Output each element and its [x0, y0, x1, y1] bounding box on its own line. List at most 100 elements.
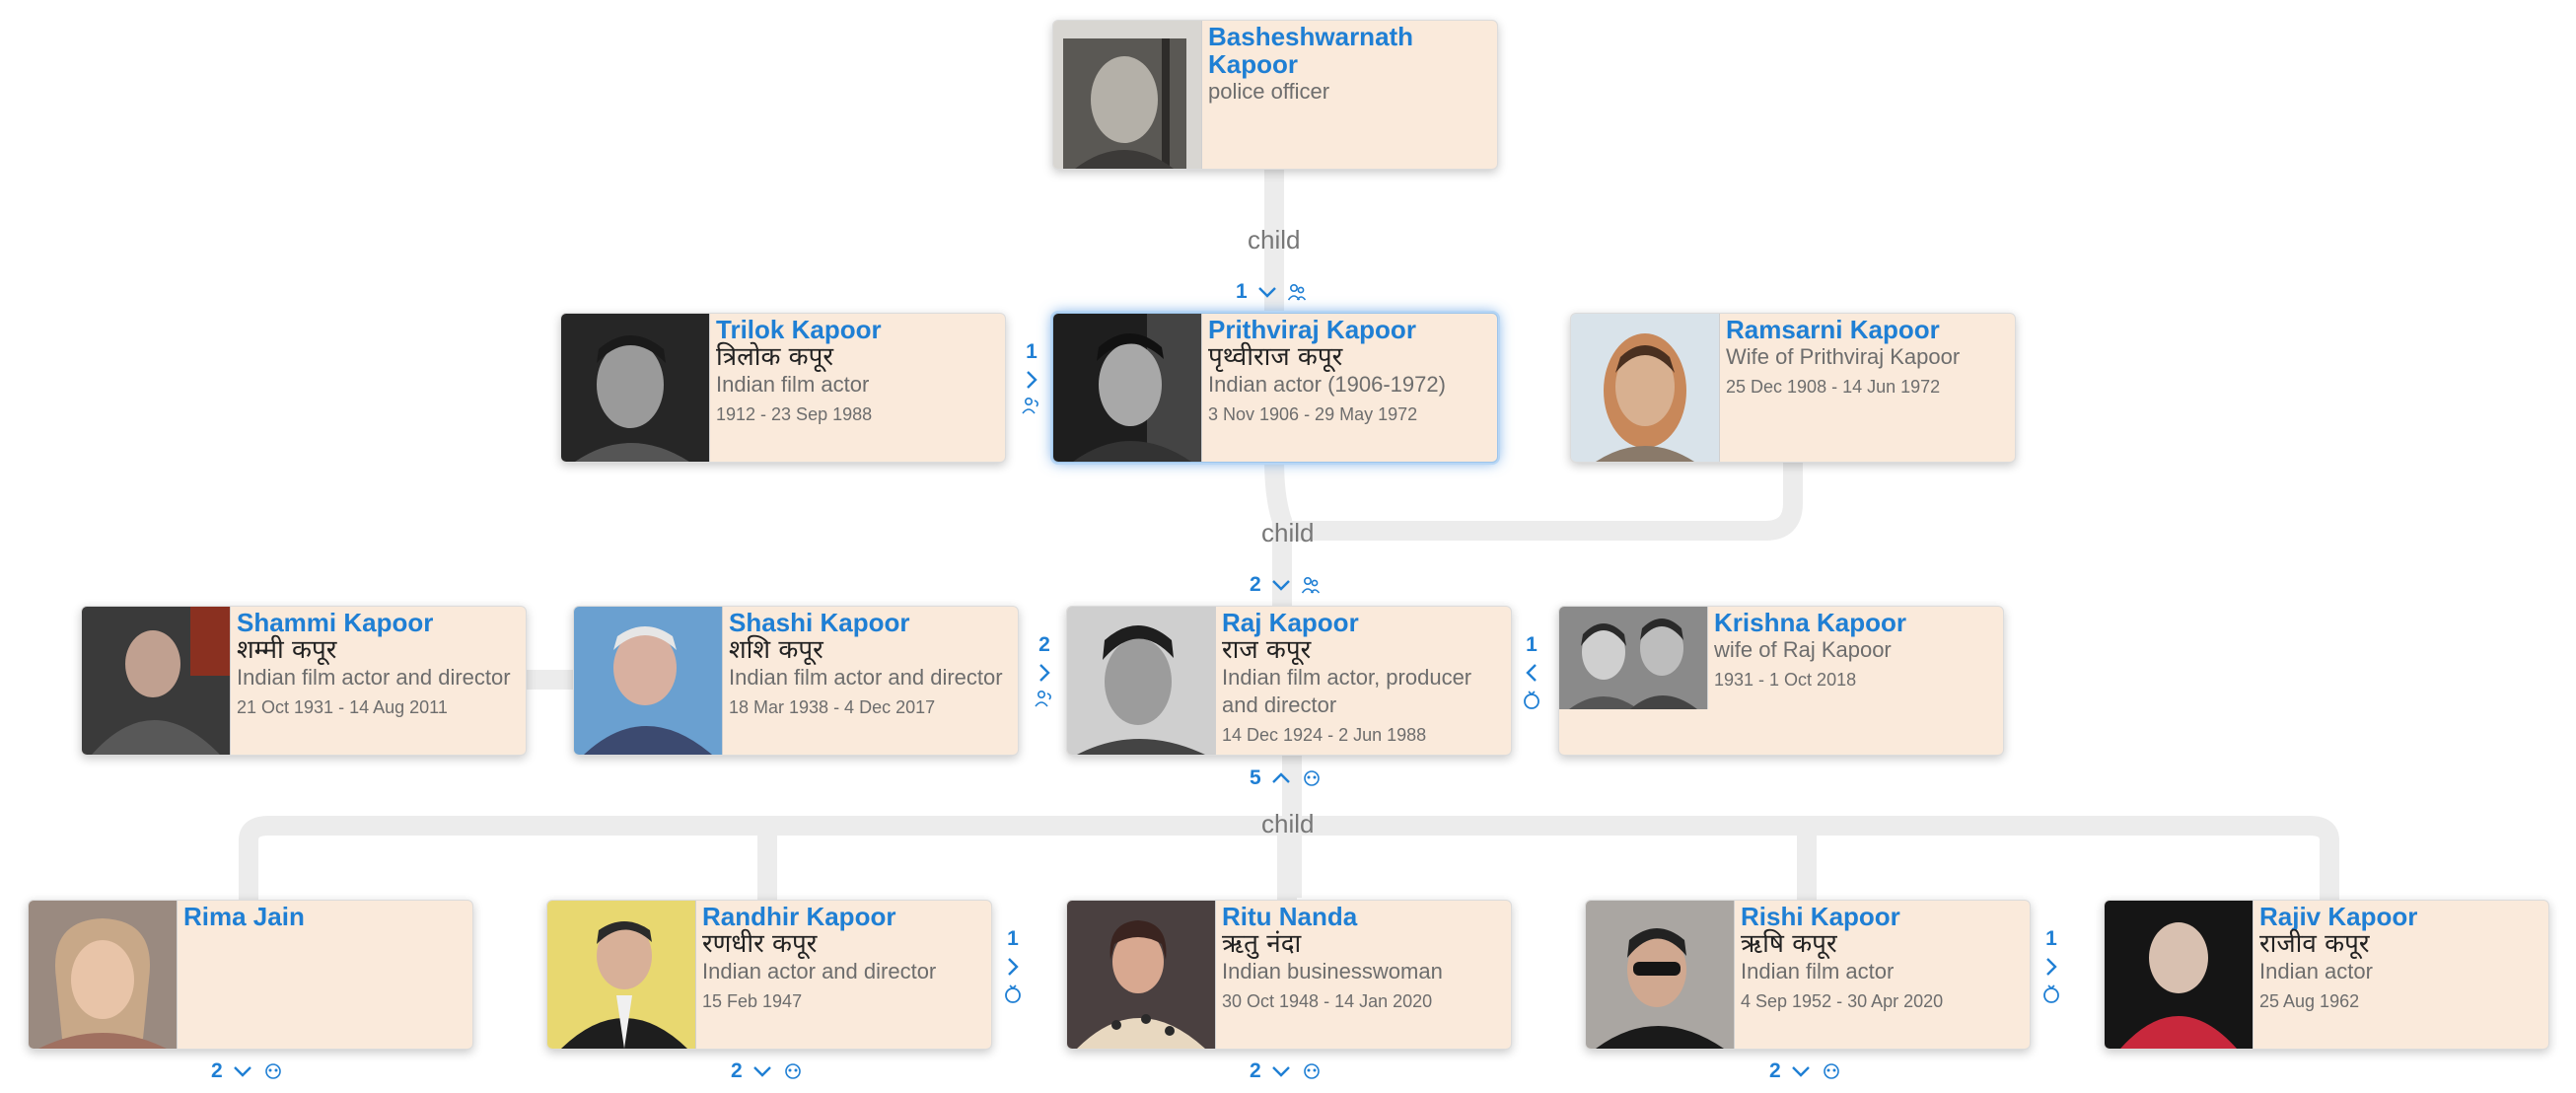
chevron-right-icon[interactable] [1025, 370, 1038, 390]
chevron-down-icon[interactable] [233, 1064, 252, 1078]
person-lifespan: 25 Dec 1908 - 14 Jun 1972 [1726, 377, 1941, 397]
person-lifespan: 18 Mar 1938 - 4 Dec 2017 [729, 697, 936, 717]
spouse-toggle-krishna[interactable]: 1 [1512, 633, 1551, 710]
person-name[interactable]: Shashi Kapoor [729, 608, 910, 637]
person-card-rajiv-kapoor[interactable]: Rajiv Kapoor राजीव कपूर Indian actor 25 … [2104, 900, 2549, 1050]
children-toggle-rishi[interactable]: 2 [1769, 1057, 1842, 1086]
chevron-down-icon[interactable] [1271, 578, 1291, 592]
person-lifespan: 15 Feb 1947 [702, 991, 803, 1011]
siblings-count: 1 [1026, 340, 1038, 363]
person-name[interactable]: Basheshwarnath Kapoor [1208, 22, 1414, 79]
children-icon[interactable] [1821, 1061, 1842, 1081]
person-name[interactable]: Rajiv Kapoor [2259, 902, 2418, 931]
siblings-icon[interactable] [1021, 396, 1042, 415]
spouse-toggle-randhir[interactable]: 1 [993, 927, 1033, 1004]
person-description: Indian film actor and director [237, 665, 511, 690]
parents-toggle-prithviraj[interactable]: 1 [1236, 277, 1307, 307]
children-icon[interactable] [1301, 768, 1323, 788]
person-description: police officer [1208, 79, 1330, 104]
person-card-randhir-kapoor[interactable]: Randhir Kapoor रणधीर कपूर Indian actor a… [546, 900, 992, 1050]
person-name[interactable]: Ritu Nanda [1222, 902, 1358, 931]
person-photo [82, 607, 231, 755]
person-native-name: राज कपूर [1222, 635, 1312, 665]
spouse-count: 1 [1526, 633, 1538, 656]
chevron-right-icon[interactable] [1038, 663, 1051, 683]
person-card-rima-jain[interactable]: Rima Jain [28, 900, 473, 1050]
person-name[interactable]: Krishna Kapoor [1714, 608, 1907, 637]
chevron-down-icon[interactable] [1271, 1064, 1291, 1078]
person-name[interactable]: Ramsarni Kapoor [1726, 315, 1940, 344]
children-icon[interactable] [262, 1061, 284, 1081]
person-photo [1586, 901, 1735, 1049]
person-description: Wife of Prithviraj Kapoor [1726, 344, 1961, 369]
person-card-ramsarni-kapoor[interactable]: Ramsarni Kapoor Wife of Prithviraj Kapoo… [1570, 313, 2016, 463]
person-photo [1053, 314, 1202, 462]
person-card-basheshwarnath-kapoor[interactable]: Basheshwarnath Kapoor police officer [1052, 20, 1498, 170]
person-lifespan: 1931 - 1 Oct 2018 [1714, 670, 1857, 690]
children-icon[interactable] [782, 1061, 804, 1081]
ring-icon[interactable] [2041, 983, 2061, 1004]
children-toggle-raj[interactable]: 5 [1250, 764, 1323, 793]
parents-count: 2 [1250, 573, 1261, 596]
person-card-ritu-nanda[interactable]: Ritu Nanda ऋतु नंदा Indian businesswoman… [1066, 900, 1512, 1050]
parents-icon[interactable] [1301, 575, 1321, 595]
connector-line [1282, 459, 1803, 541]
chevron-right-icon[interactable] [2044, 957, 2058, 977]
children-count: 2 [1769, 1059, 1781, 1082]
children-count: 2 [1250, 1059, 1261, 1082]
person-name[interactable]: Randhir Kapoor [702, 902, 896, 931]
person-card-trilok-kapoor[interactable]: Trilok Kapoor त्रिलोक कपूर Indian film a… [560, 313, 1006, 463]
person-card-shammi-kapoor[interactable]: Shammi Kapoor शम्मी कपूर Indian film act… [81, 606, 527, 756]
person-name[interactable]: Shammi Kapoor [237, 608, 434, 637]
chevron-down-icon[interactable] [752, 1064, 772, 1078]
person-name[interactable]: Raj Kapoor [1222, 608, 1359, 637]
person-name[interactable]: Prithviraj Kapoor [1208, 315, 1416, 344]
person-card-krishna-kapoor[interactable]: Krishna Kapoor wife of Raj Kapoor 1931 -… [1558, 606, 2004, 756]
children-toggle-randhir[interactable]: 2 [731, 1057, 804, 1086]
person-lifespan: 25 Aug 1962 [2259, 991, 2360, 1011]
person-lifespan: 30 Oct 1948 - 14 Jan 2020 [1222, 991, 1433, 1011]
children-toggle-ritu[interactable]: 2 [1250, 1057, 1323, 1086]
children-count: 5 [1250, 766, 1261, 789]
children-icon[interactable] [1301, 1061, 1323, 1081]
spouse-count: 1 [1007, 927, 1019, 950]
children-toggle-rima[interactable]: 2 [211, 1057, 284, 1086]
person-description: Indian film actor [1741, 959, 1895, 984]
person-lifespan: 3 Nov 1906 - 29 May 1972 [1208, 404, 1418, 424]
spouse-count: 1 [2045, 927, 2057, 950]
chevron-down-icon[interactable] [1257, 285, 1277, 299]
person-native-name: पृथ्वीराज कपूर [1208, 342, 1343, 372]
siblings-toggle-shashi[interactable]: 2 [1025, 633, 1064, 708]
chevron-right-icon[interactable] [1006, 957, 1020, 977]
person-lifespan: 21 Oct 1931 - 14 Aug 2011 [237, 697, 448, 717]
siblings-icon[interactable] [1034, 689, 1055, 708]
siblings-toggle-trilok[interactable]: 1 [1012, 340, 1051, 415]
person-photo [1571, 314, 1720, 462]
person-description: Indian film actor [716, 372, 870, 397]
parents-icon[interactable] [1287, 282, 1307, 302]
person-photo [561, 314, 710, 462]
person-card-prithviraj-kapoor[interactable]: Prithviraj Kapoor पृथ्वीराज कपूर Indian … [1052, 313, 1498, 463]
person-description: Indian actor (1906-1972) [1208, 372, 1446, 397]
person-native-name: रणधीर कपूर [702, 929, 818, 959]
parents-count: 1 [1236, 280, 1248, 303]
spouse-toggle-rishi[interactable]: 1 [2032, 927, 2071, 1004]
edge-label-child: child [1248, 225, 1301, 255]
person-description: Indian businesswoman [1222, 959, 1443, 984]
person-photo [1053, 21, 1202, 169]
person-card-shashi-kapoor[interactable]: Shashi Kapoor शशि कपूर Indian film actor… [573, 606, 1019, 756]
chevron-down-icon[interactable] [1791, 1064, 1811, 1078]
chevron-left-icon[interactable] [1525, 663, 1538, 683]
ring-icon[interactable] [1522, 689, 1541, 710]
siblings-count: 2 [1038, 633, 1050, 656]
person-card-raj-kapoor[interactable]: Raj Kapoor राज कपूर Indian film actor, p… [1066, 606, 1512, 756]
person-name[interactable]: Rishi Kapoor [1741, 902, 1900, 931]
person-native-name: शम्मी कपूर [237, 635, 337, 665]
chevron-up-icon[interactable] [1271, 771, 1291, 785]
ring-icon[interactable] [1003, 983, 1023, 1004]
person-card-rishi-kapoor[interactable]: Rishi Kapoor ऋषि कपूर Indian film actor … [1585, 900, 2031, 1050]
person-name[interactable]: Rima Jain [183, 902, 305, 931]
person-name[interactable]: Trilok Kapoor [716, 315, 882, 344]
person-lifespan: 14 Dec 1924 - 2 Jun 1988 [1222, 725, 1427, 745]
parents-toggle-raj[interactable]: 2 [1250, 570, 1321, 600]
